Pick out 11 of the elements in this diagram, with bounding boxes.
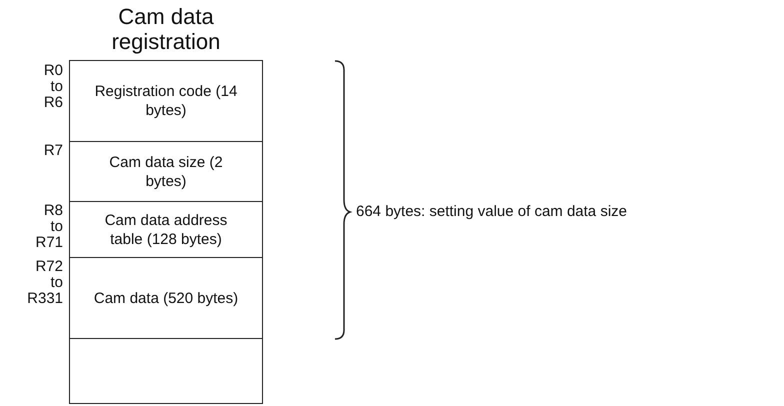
register-range: R72 to R331 bbox=[27, 259, 63, 307]
register-range: R8 to R71 bbox=[35, 203, 63, 251]
block-label: Cam data size (2 bytes) bbox=[108, 152, 224, 190]
memory-map-title: Cam data registration bbox=[110, 4, 222, 54]
memory-map bbox=[69, 60, 263, 404]
block-label: Cam data (520 bytes) bbox=[94, 288, 238, 308]
block-label: Registration code (14 bytes) bbox=[94, 82, 238, 120]
block-label: Cam data address table (128 bytes) bbox=[104, 210, 228, 248]
register-range: R7 bbox=[44, 143, 63, 159]
register-range: R0 to R6 bbox=[44, 63, 63, 111]
size-annotation: 664 bytes: setting value of cam data size bbox=[356, 203, 627, 220]
